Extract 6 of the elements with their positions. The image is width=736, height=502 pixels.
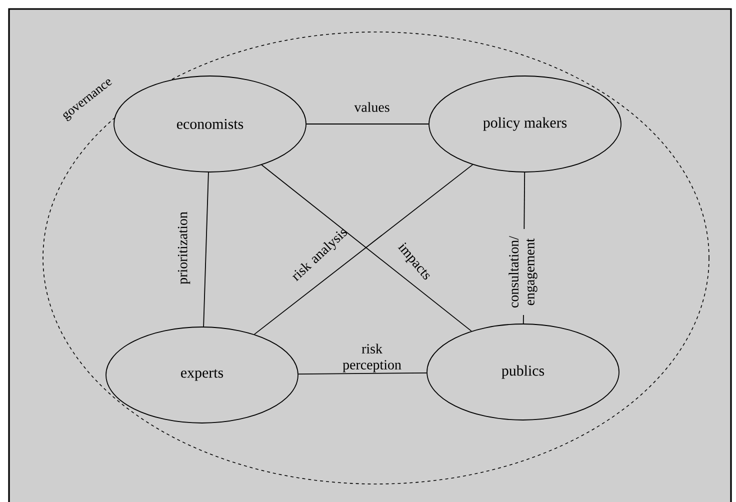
edge-label: risk perception xyxy=(342,344,402,372)
edge-label: consultation/ engagement xyxy=(506,229,540,315)
edge-label: prioritization xyxy=(178,212,190,284)
edge-label: values xyxy=(354,102,390,112)
connector-line xyxy=(298,372,428,375)
connector-line xyxy=(203,172,209,327)
